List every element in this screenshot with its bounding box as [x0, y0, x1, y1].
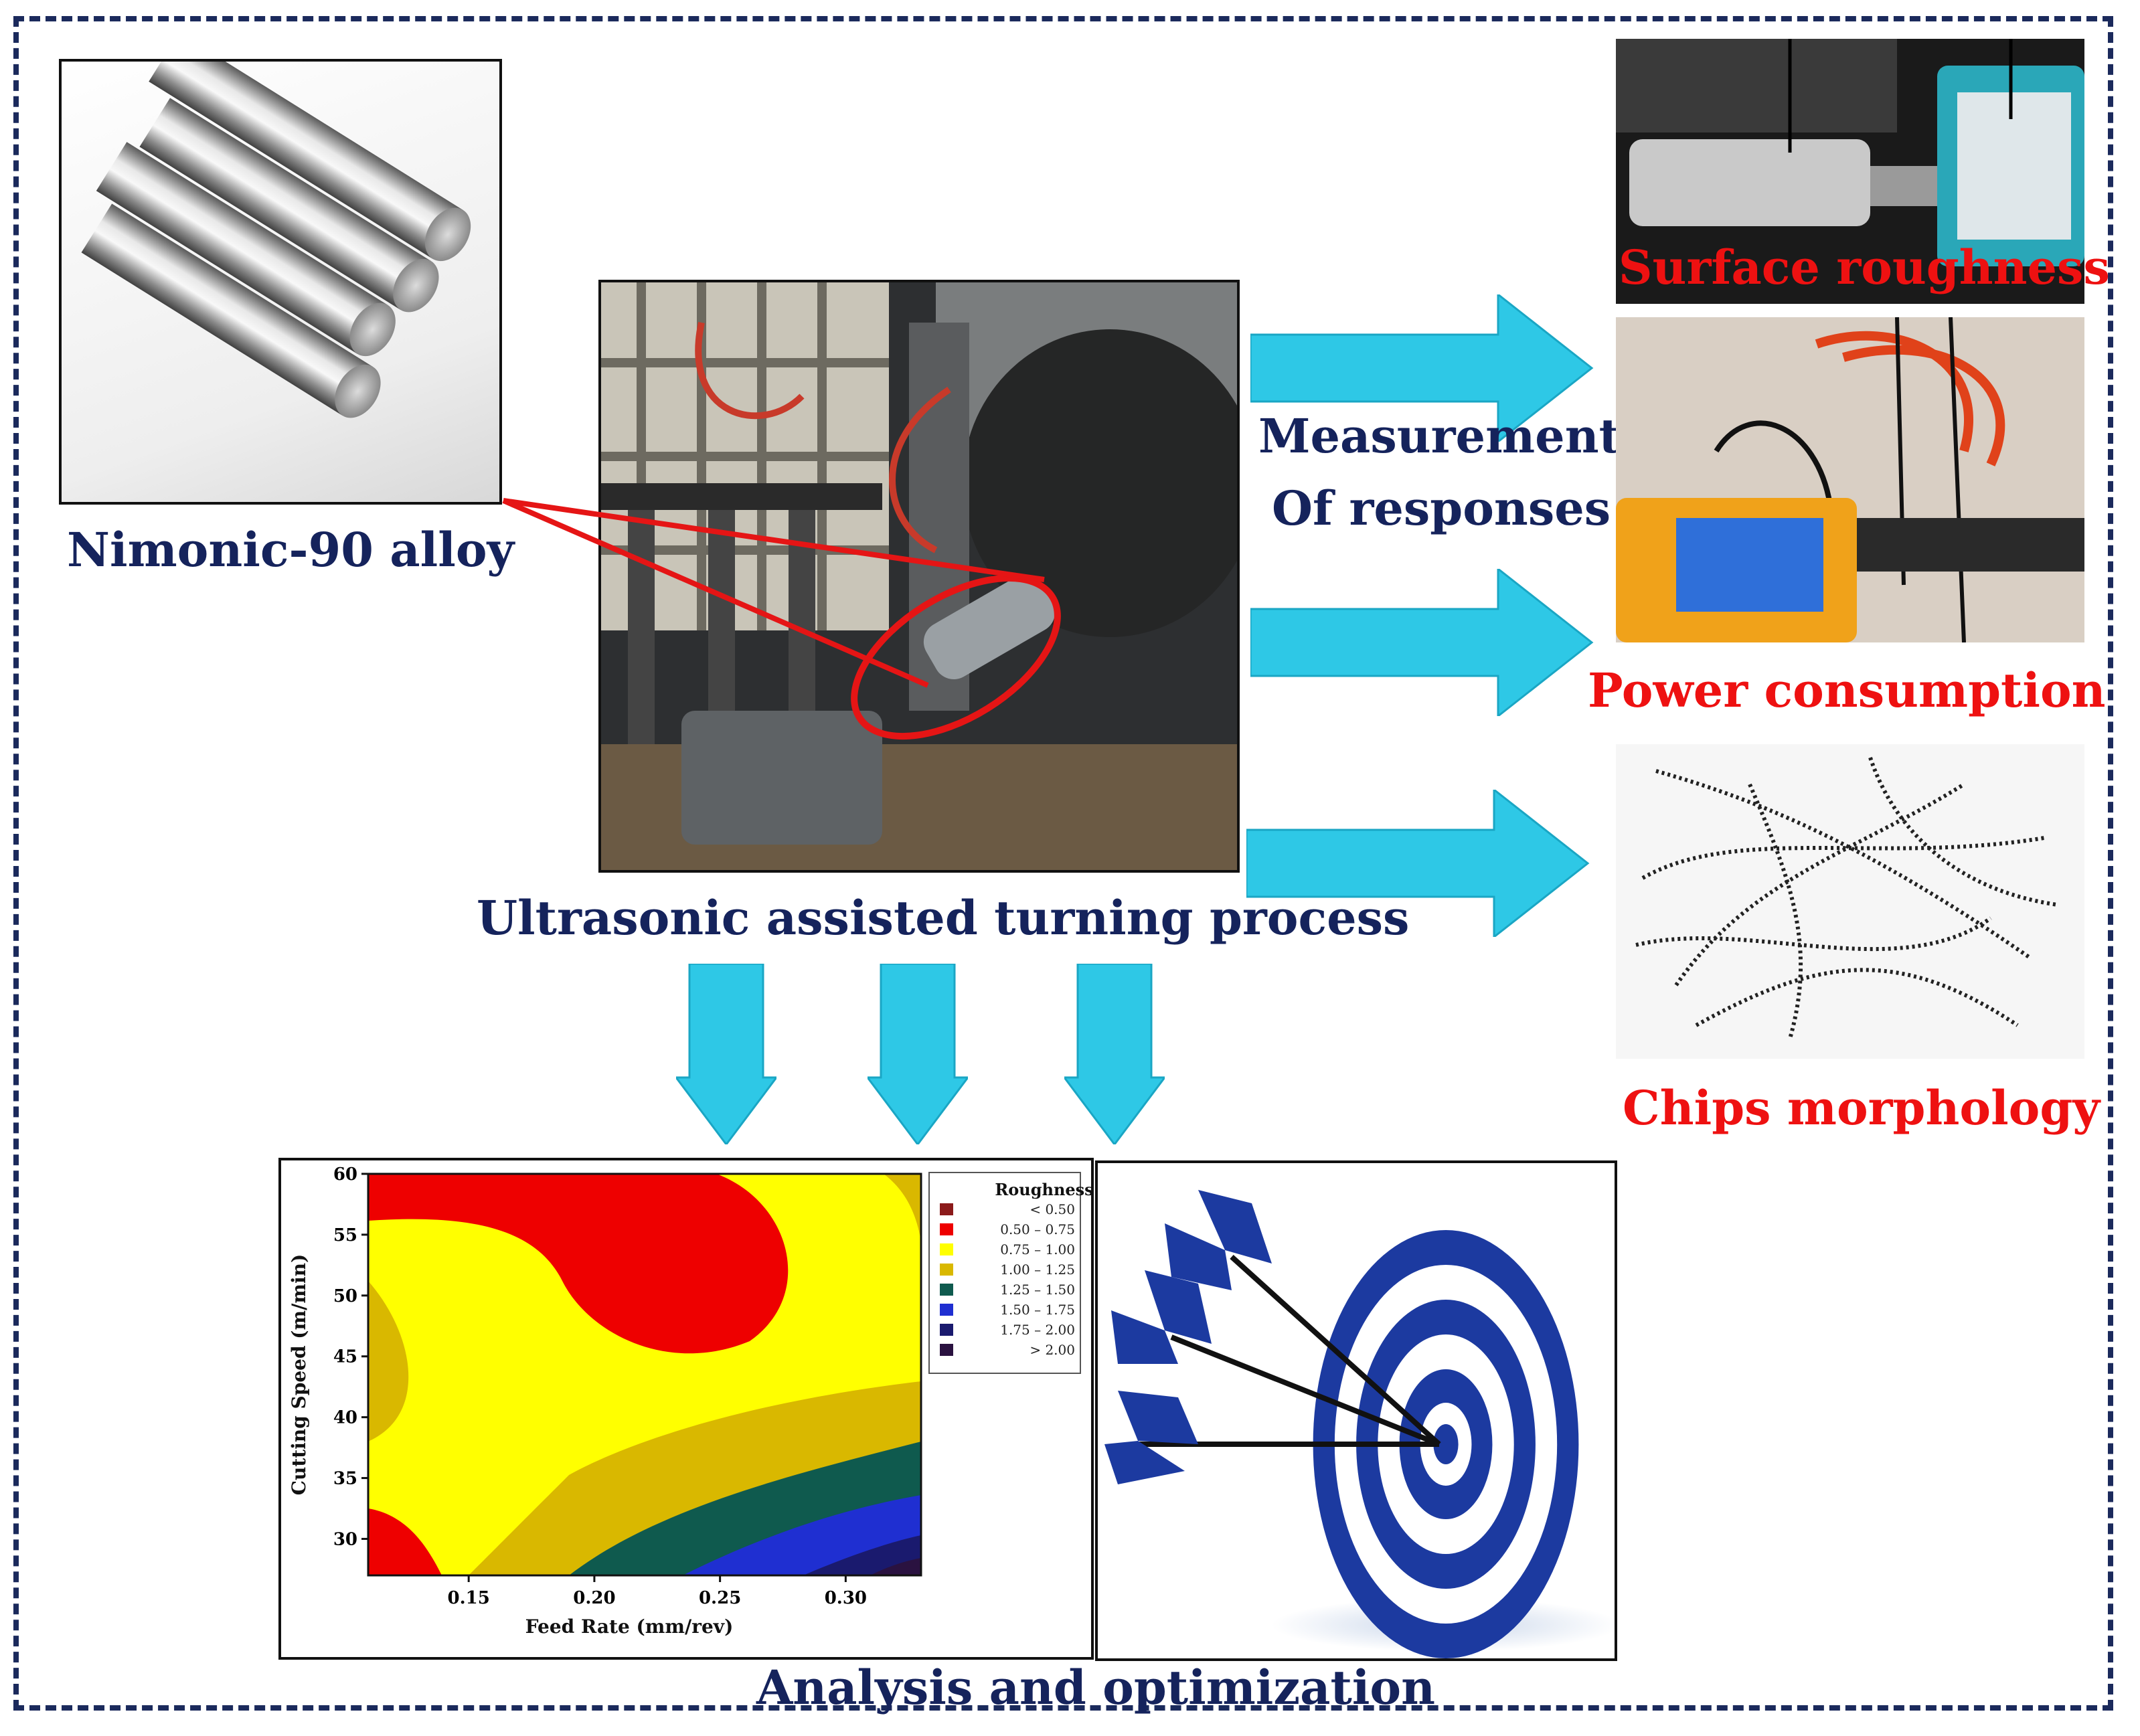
legend-swatch: [940, 1304, 953, 1316]
power-consumption-photo: [1616, 317, 2084, 642]
legend-item-label: 1.00 – 1.25: [1000, 1262, 1075, 1278]
legend-item-label: 1.50 – 1.75: [1000, 1302, 1075, 1318]
arrow-right-3: [1246, 790, 1590, 937]
legend-swatch: [940, 1344, 953, 1356]
target-with-arrows-icon: [1104, 1190, 1615, 1658]
legend-swatch: [940, 1243, 953, 1255]
legend-swatch: [940, 1324, 953, 1336]
region-1-75-2-00: [803, 1535, 921, 1575]
arrow-down-1: [676, 964, 776, 1144]
legend-box: [928, 1172, 1081, 1374]
arrow-right-2: [1250, 569, 1594, 716]
contour-plot-panel: 30 35 40 45 50 55 60 0.15 0.20 0.25 0.30 Feed Rat…: [278, 1158, 1094, 1660]
target-image-panel: [1095, 1160, 1617, 1661]
chips-photo: [1616, 744, 2084, 1059]
power-consumption-label: Power consumption: [1588, 663, 2106, 718]
legend-item-label: > 2.00: [1030, 1342, 1075, 1358]
y-axis-label: Cutting Speed (m/min): [288, 1254, 310, 1496]
x-tick-label: 0.30: [825, 1588, 867, 1608]
y-tick-label: 60: [333, 1164, 357, 1185]
measurement-label-line1: Measurement: [1258, 408, 1621, 464]
process-label: Ultrasonic assisted turning process: [477, 890, 1410, 946]
ultrasonic-turning-setup-photo: [601, 282, 1237, 870]
arrow-right-1: [1250, 294, 1594, 442]
legend-item-label: < 0.50: [1030, 1201, 1075, 1217]
legend-item-label: 1.75 – 2.00: [1000, 1322, 1075, 1338]
legend-swatch: [940, 1284, 953, 1296]
chips-morphology-photo: [1616, 744, 2084, 1059]
legend-swatch: [940, 1264, 953, 1276]
arrow-down-2: [868, 964, 968, 1144]
region-0-50-0-75: [368, 1174, 789, 1354]
arrow-down-3: [1064, 964, 1165, 1144]
turning-process-photo: [598, 280, 1240, 873]
analysis-label: Analysis and optimization: [756, 1660, 1436, 1715]
y-axis-ticks: 30 35 40 45 50 55 60: [333, 1164, 368, 1549]
legend-swatch: [940, 1223, 953, 1235]
region-over-2-00: [870, 1558, 921, 1575]
x-tick-label: 0.15: [448, 1588, 490, 1608]
metal-rods-image: [81, 62, 471, 418]
legend: Roughness < 0.50 0.50 – 0.75 0.75 – 1.00 1.…: [928, 1172, 1091, 1374]
chips-morphology-label: Chips morphology: [1623, 1080, 2100, 1136]
contour-plot: 30 35 40 45 50 55 60 0.15 0.20 0.25 0.30 Feed Rat…: [288, 1164, 1091, 1638]
y-tick-label: 55: [333, 1225, 357, 1245]
surface-roughness-label: Surface roughness: [1619, 240, 2110, 295]
y-tick-label: 45: [333, 1347, 357, 1367]
plot-area-border: [367, 1173, 922, 1577]
x-axis-label: Feed Rate (mm/rev): [525, 1616, 734, 1638]
measurement-label-line2: Of responses: [1272, 481, 1611, 536]
y-tick-label: 40: [333, 1408, 357, 1428]
nimonic-rods-image: [59, 59, 502, 505]
roughness-tester-photo: [1616, 39, 2084, 304]
power-analyzer-photo: [1616, 317, 2084, 642]
legend-title: Roughness: [995, 1180, 1091, 1199]
material-label: Nimonic-90 alloy: [67, 522, 515, 578]
legend-item-label: 0.75 – 1.00: [1000, 1241, 1075, 1257]
legend-item-label: 1.25 – 1.50: [1000, 1282, 1075, 1298]
x-tick-label: 0.25: [699, 1588, 741, 1608]
y-tick-label: 35: [333, 1469, 357, 1489]
dashed-frame: [13, 16, 2113, 1711]
y-tick-label: 30: [333, 1529, 357, 1549]
x-tick-label: 0.20: [573, 1588, 615, 1608]
legend-swatch: [940, 1203, 953, 1215]
legend-item-label: 0.50 – 0.75: [1000, 1221, 1075, 1237]
x-axis-ticks: 0.15 0.20 0.25 0.30: [448, 1575, 867, 1608]
y-tick-label: 50: [333, 1286, 357, 1306]
surface-roughness-photo: [1616, 39, 2084, 304]
